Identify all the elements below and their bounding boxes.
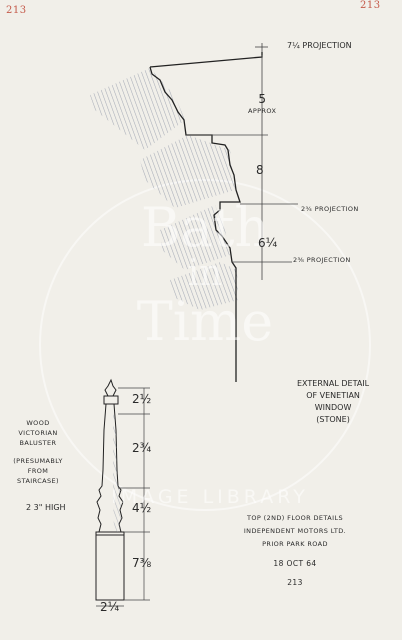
baluster-caption-line-1: WOOD	[26, 419, 50, 427]
baluster-dim-5: 2¼	[100, 600, 120, 614]
baluster-caption-line-2: VICTORIAN	[18, 429, 58, 437]
baluster-height: 2 3" HIGH	[26, 503, 66, 512]
baluster-dim-2: 2¾	[132, 441, 152, 455]
projection-3-label: 2⅜ PROJECTION	[293, 256, 351, 264]
external-caption-line-2: OF VENETIAN	[306, 391, 360, 400]
dim-8: 8	[256, 163, 264, 177]
title-line-3: PRIOR PARK ROAD	[262, 540, 328, 548]
title-number: 213	[287, 578, 303, 587]
dim-5: 5	[258, 92, 266, 106]
dim-6: 6¼	[258, 236, 278, 250]
title-block: TOP (2ND) FLOOR DETAILS INDEPENDENT MOTO…	[220, 512, 370, 589]
baluster-caption-line-4: (PRESUMABLY	[13, 457, 63, 465]
dim-approx: APPROX	[248, 107, 277, 115]
external-detail-caption: EXTERNAL DETAIL OF VENETIAN WINDOW (STON…	[297, 378, 369, 426]
baluster-dimensions	[96, 387, 150, 607]
title-line-1: TOP (2ND) FLOOR DETAILS	[246, 514, 344, 522]
title-line-2: INDEPENDENT MOTORS LTD.	[243, 527, 347, 535]
title-date: 18 OCT 64	[273, 559, 317, 568]
baluster-dim-3: 4½	[132, 501, 152, 515]
baluster-shading	[113, 406, 123, 532]
projection-2-label: 2¾ PROJECTION	[301, 205, 359, 213]
baluster-caption-line-3: BALUSTER	[19, 439, 57, 447]
page-number-left: 213	[6, 5, 27, 16]
baluster-caption-line-5: FROM	[27, 467, 49, 475]
external-caption-line-4: (STONE)	[316, 415, 350, 424]
dim-5-approx: 5 APPROX	[248, 92, 276, 115]
external-caption-line-3: WINDOW	[314, 403, 352, 412]
cornice-shading	[90, 68, 238, 310]
external-caption-line-1: EXTERNAL DETAIL	[297, 379, 370, 388]
page-number-right: 213	[360, 0, 381, 11]
baluster-caption: WOOD VICTORIAN BALUSTER (PRESUMABLY FROM…	[8, 418, 68, 486]
baluster-dim-1: 2½	[132, 392, 152, 406]
baluster-caption-line-6: STAIRCASE)	[17, 477, 59, 485]
cornice-dimensions	[186, 43, 298, 280]
baluster-dim-4: 7⅜	[132, 556, 152, 570]
top-projection-label: 7¼ PROJECTION	[287, 41, 352, 50]
